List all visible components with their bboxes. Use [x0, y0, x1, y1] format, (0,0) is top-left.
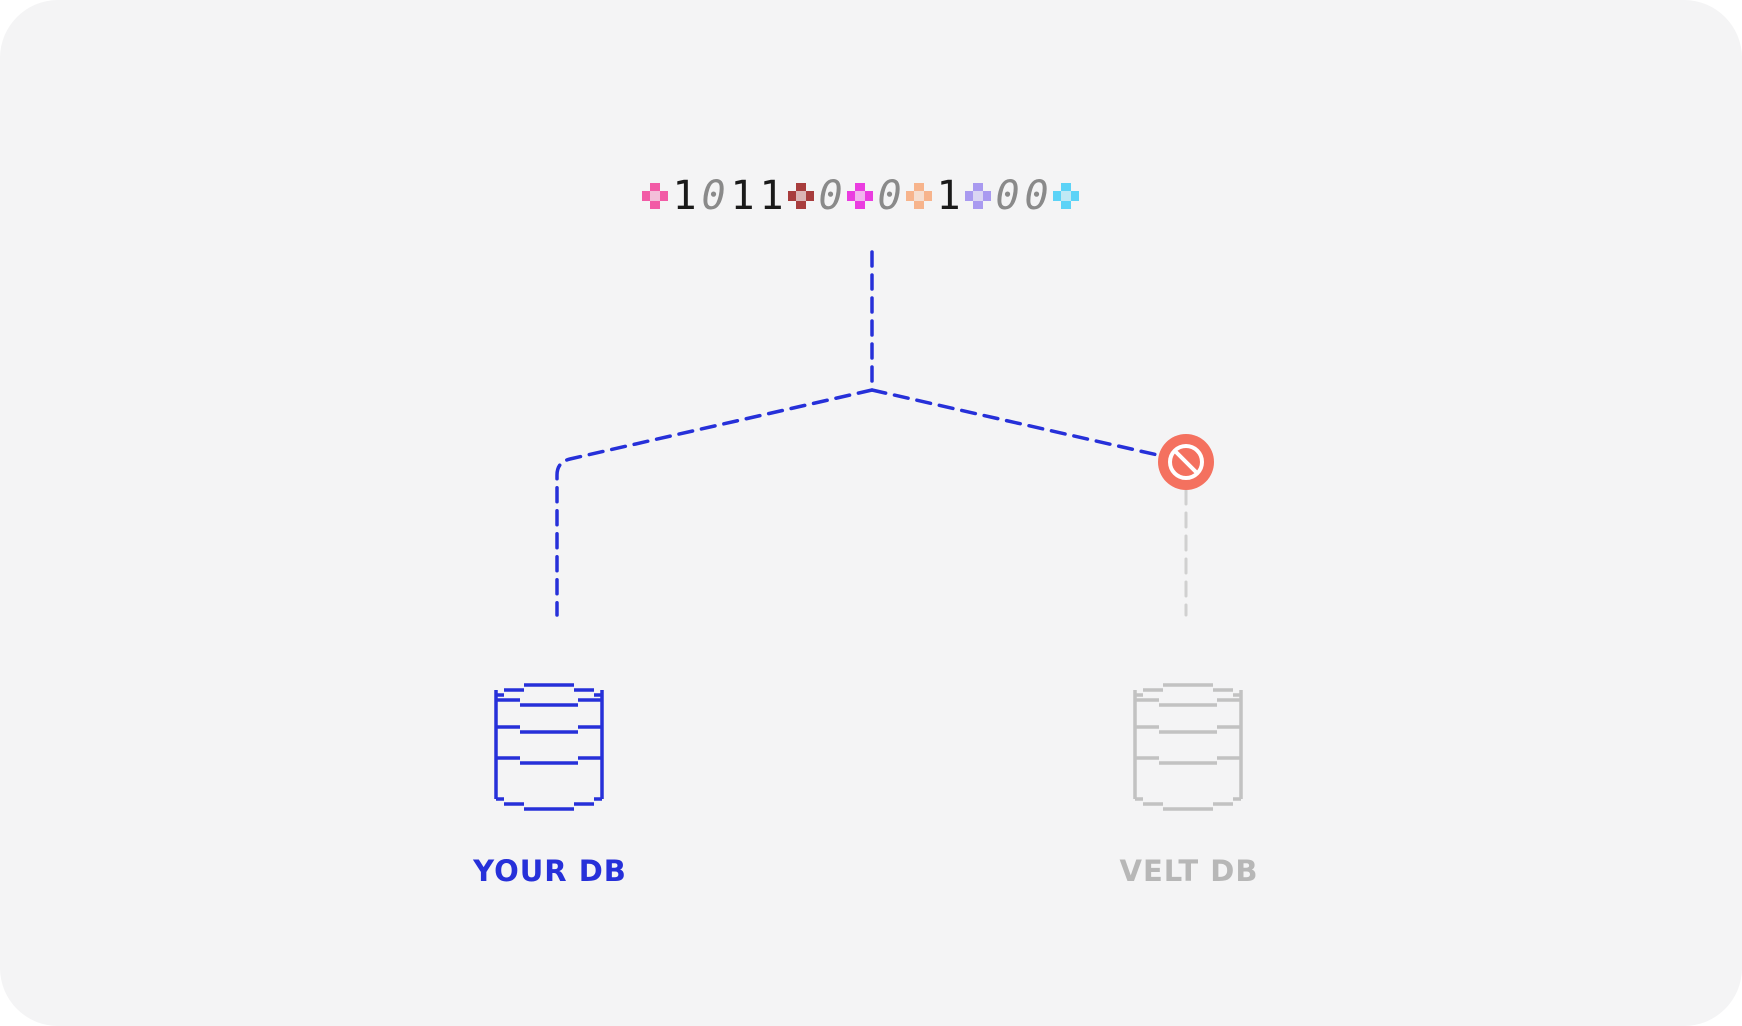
- your-db-label: YOUR DB: [473, 854, 627, 888]
- bit-digit: 1: [936, 173, 961, 219]
- blocked-icon: [1158, 434, 1214, 490]
- pixel-sparkle-icon: [786, 181, 816, 211]
- pixel-sparkle-icon: [640, 181, 670, 211]
- bit-digit: 1: [730, 173, 755, 219]
- velt-db-connector: [870, 388, 1164, 458]
- bit-digit: 0: [1024, 173, 1049, 219]
- bit-digit: 0: [995, 173, 1020, 219]
- bit-digit: 0: [818, 173, 843, 219]
- pixel-sparkle-icon: [904, 181, 934, 211]
- bit-digit: 1: [672, 173, 697, 219]
- pixel-sparkle-icon: [963, 181, 993, 211]
- your-db-connector: [555, 388, 874, 617]
- bit-digit: 0: [701, 173, 726, 219]
- your-db-database-icon: [494, 683, 604, 811]
- bit-digit: 0: [877, 173, 902, 219]
- velt-db-label: VELT DB: [1119, 854, 1259, 888]
- pixel-sparkle-icon: [1051, 181, 1081, 211]
- bit-digit: 1: [759, 173, 784, 219]
- velt-db-database-icon: [1133, 683, 1243, 811]
- pixel-sparkle-icon: [845, 181, 875, 211]
